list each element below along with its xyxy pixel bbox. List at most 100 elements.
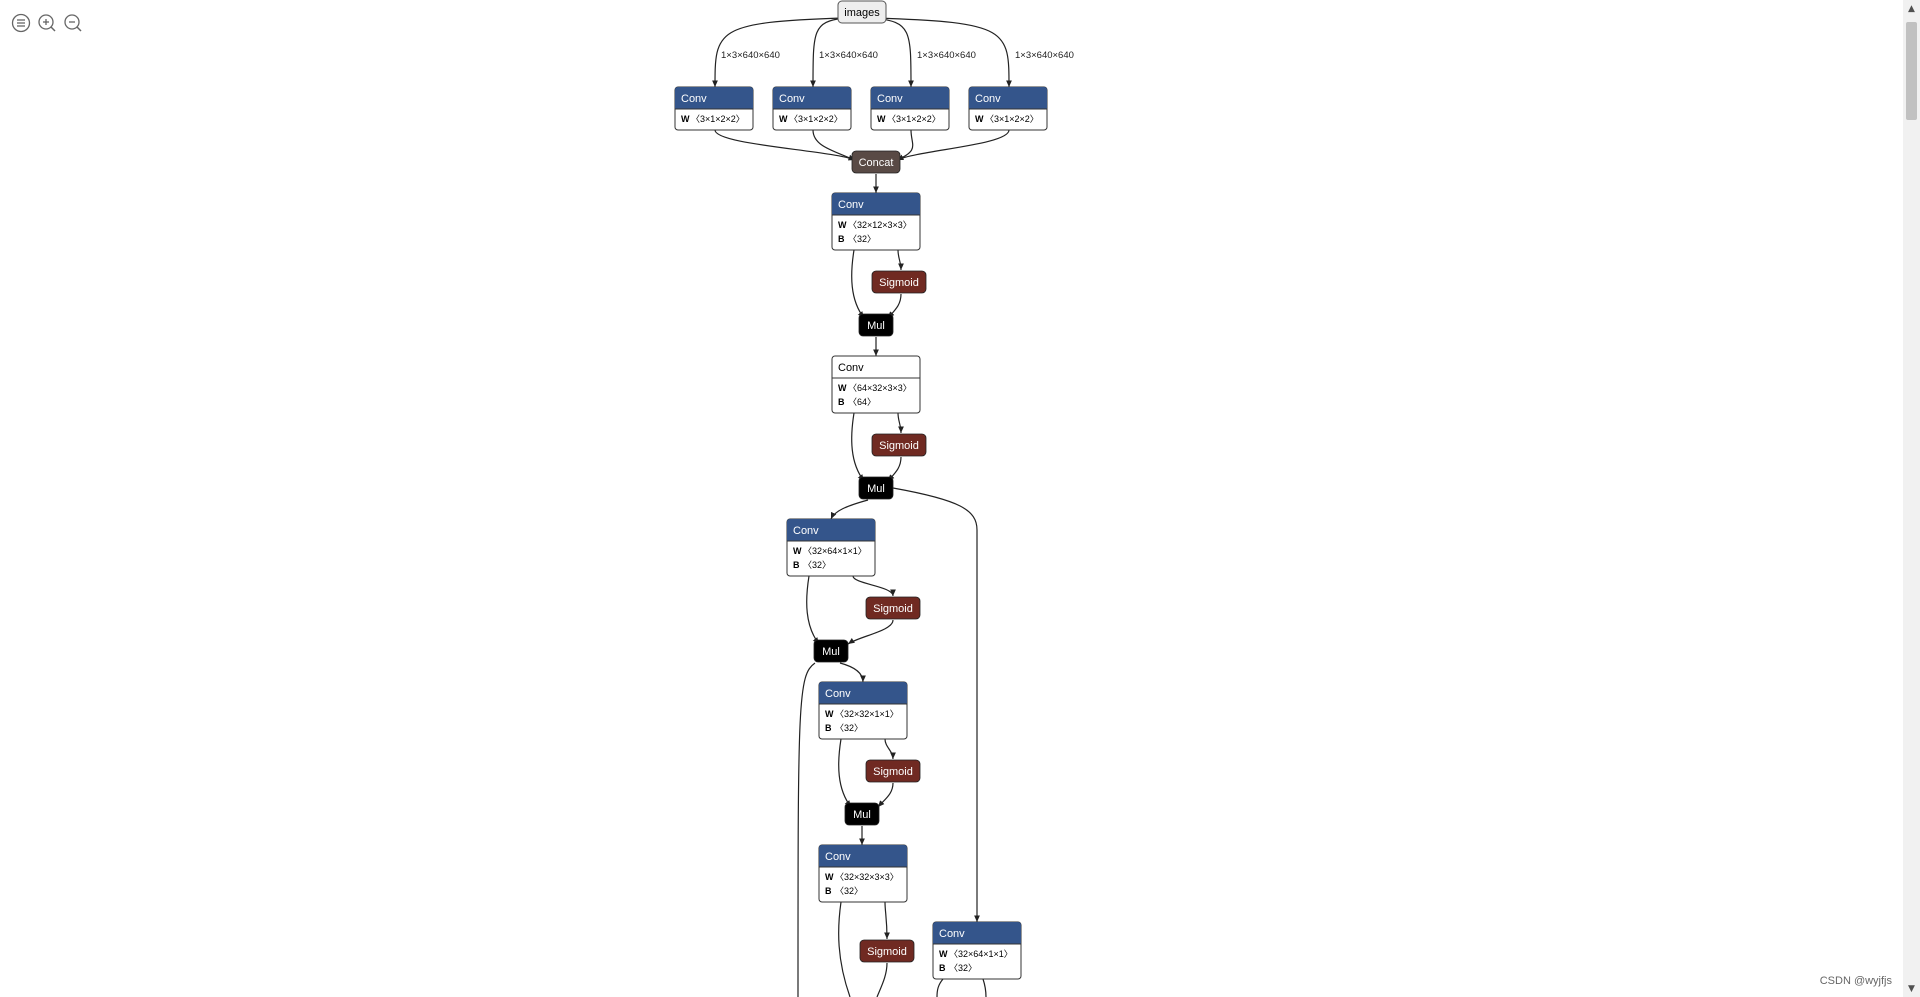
- edge-conv-6-down-right: [982, 978, 987, 997]
- node-concat[interactable]: Concat: [851, 150, 901, 174]
- weight-key: W: [838, 220, 847, 230]
- edge-conv-3-to-sigmoid-3: [852, 575, 896, 597]
- node-input-images[interactable]: images: [837, 0, 887, 24]
- edge-mul-3-to-conv-4: [839, 662, 866, 683]
- weight-key: B: [939, 963, 946, 973]
- node-input-label: images: [844, 7, 880, 19]
- weight-value: 〈32×32×1×1〉: [835, 709, 899, 719]
- weight-key: B: [838, 397, 845, 407]
- edge-conv-1-to-mul-1: [851, 249, 865, 319]
- weight-key: W: [939, 949, 948, 959]
- node-label: Mul: [853, 809, 871, 821]
- edge-mul-2-to-conv-3: [830, 499, 869, 520]
- node-label: Sigmoid: [867, 946, 907, 958]
- node-label: Sigmoid: [879, 277, 919, 289]
- weight-key: W: [793, 546, 802, 556]
- node-mul-2[interactable]: Mul: [858, 476, 894, 500]
- weight-key: B: [838, 234, 845, 244]
- edge-sigmoid-4-to-mul-4: [877, 782, 894, 808]
- scroll-down-arrow-icon[interactable]: ▼: [1908, 983, 1915, 994]
- node-label: Mul: [867, 320, 885, 332]
- weight-key: W: [681, 114, 690, 124]
- edge-conv-split-3-to-concat: [896, 129, 1010, 161]
- weight-key: B: [793, 560, 800, 570]
- node-mul-3[interactable]: Mul: [813, 639, 849, 663]
- node-sigmoid-5[interactable]: Sigmoid: [859, 939, 915, 963]
- weight-value: 〈3×1×2×2〉: [691, 114, 745, 124]
- edge-conv-4-to-mul-4: [838, 738, 852, 808]
- node-label: Conv: [838, 362, 864, 374]
- weight-value: 〈32〉: [835, 886, 863, 896]
- node-label: Conv: [975, 93, 1001, 105]
- edge-conv-5-down: [838, 901, 851, 997]
- graph-nodes: imagesConvW〈3×1×2×2〉ConvW〈3×1×2×2〉ConvW〈…: [674, 0, 1048, 980]
- node-label: Conv: [939, 928, 965, 940]
- weight-value: 〈3×1×2×2〉: [985, 114, 1039, 124]
- node-label: Conv: [825, 851, 851, 863]
- scrollbar-thumb[interactable]: [1906, 22, 1917, 120]
- graph-edges: [712, 17, 1012, 997]
- menu-icon[interactable]: [10, 12, 32, 34]
- edge-conv-3-to-mul-3: [806, 575, 820, 645]
- weight-key: B: [825, 886, 832, 896]
- node-label: Mul: [867, 483, 885, 495]
- weight-value: 〈32×32×3×3〉: [835, 872, 899, 882]
- node-sigmoid-4[interactable]: Sigmoid: [865, 759, 921, 783]
- edge-label-1: 1×3×640×640: [819, 50, 878, 61]
- edge-mul-2-to-conv-6: [892, 487, 980, 922]
- weight-value: 〈3×1×2×2〉: [887, 114, 941, 124]
- weight-key: W: [975, 114, 984, 124]
- zoom-in-icon[interactable]: [36, 12, 58, 34]
- node-label: Conv: [793, 525, 819, 537]
- weight-value: 〈32〉: [835, 723, 863, 733]
- edge-input-to-conv-split-3: [873, 17, 1012, 88]
- weight-key: B: [825, 723, 832, 733]
- node-sigmoid-2[interactable]: Sigmoid: [871, 433, 927, 457]
- zoom-out-icon[interactable]: [62, 12, 84, 34]
- edge-conv-2-to-sigmoid-2: [897, 412, 904, 434]
- weight-value: 〈64〉: [848, 397, 876, 407]
- node-label: Conv: [825, 688, 851, 700]
- node-sigmoid-1[interactable]: Sigmoid: [871, 270, 927, 294]
- weight-key: W: [779, 114, 788, 124]
- node-mul-1[interactable]: Mul: [858, 313, 894, 337]
- node-label: Conv: [877, 93, 903, 105]
- edge-input-to-conv-split-0: [712, 17, 845, 88]
- node-sigmoid-3[interactable]: Sigmoid: [865, 596, 921, 620]
- edge-label-3: 1×3×640×640: [1015, 50, 1074, 61]
- node-label: Concat: [859, 157, 894, 169]
- weight-value: 〈32×12×3×3〉: [848, 220, 912, 230]
- weight-value: 〈64×32×3×3〉: [848, 383, 912, 393]
- weight-key: W: [838, 383, 847, 393]
- edge-conv-split-1-to-concat: [812, 129, 856, 161]
- edge-mul-3-down: [797, 662, 816, 997]
- weight-key: W: [825, 709, 834, 719]
- watermark: CSDN @wyjfjs: [1819, 975, 1892, 987]
- edge-sigmoid-3-to-mul-3: [847, 619, 894, 645]
- scroll-up-arrow-icon[interactable]: ▲: [1908, 3, 1915, 14]
- edge-conv-2-to-mul-2: [851, 412, 865, 482]
- edge-conv-5-to-sigmoid-5: [884, 901, 890, 940]
- weight-key: W: [825, 872, 834, 882]
- edge-input-to-conv-split-2: [873, 17, 914, 88]
- node-label: Conv: [681, 93, 707, 105]
- vertical-scrollbar[interactable]: ▲ ▼: [1903, 0, 1920, 997]
- weight-value: 〈32〉: [949, 963, 977, 973]
- edge-conv-6-down-left: [936, 978, 944, 997]
- node-label: Sigmoid: [873, 766, 913, 778]
- edge-conv-4-to-sigmoid-4: [884, 738, 896, 760]
- weight-key: W: [877, 114, 886, 124]
- node-mul-4[interactable]: Mul: [844, 802, 880, 826]
